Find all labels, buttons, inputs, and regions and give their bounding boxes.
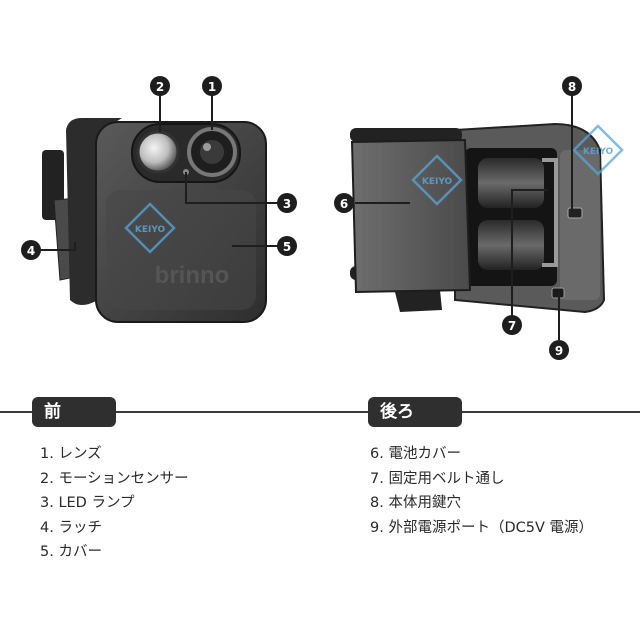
svg-text:2: 2	[156, 80, 164, 94]
front-section-title: 前	[32, 397, 116, 427]
watermark-text: KEIYO	[422, 177, 453, 187]
watermark-1: KEIYO	[124, 202, 176, 254]
list-item: 8. 本体用鍵穴	[370, 495, 461, 511]
list-item: 6. 電池カバー	[370, 446, 461, 462]
callout-6: 6	[334, 193, 354, 213]
leader-lines	[40, 95, 573, 340]
svg-text:7: 7	[508, 319, 516, 333]
front-parts-list: 1. レンズ 2. モーションセンサー 3. LED ランプ 4. ラッチ 5.…	[40, 442, 189, 565]
back-camera	[350, 122, 606, 314]
callout-8: 8	[562, 76, 582, 96]
list-item: 1. レンズ	[40, 446, 102, 462]
callout-5: 5	[277, 236, 297, 256]
front-camera: brinno	[42, 118, 267, 323]
watermark-text: KEIYO	[135, 225, 166, 235]
back-parts-list: 6. 電池カバー 7. 固定用ベルト通し 8. 本体用鍵穴 9. 外部電源ポート…	[370, 442, 593, 540]
battery-cover	[350, 138, 472, 294]
belt-loop	[542, 158, 558, 267]
product-diagram: brinno KEIYO KEIYO KEIYO	[21, 76, 624, 360]
brand-logo: brinno	[155, 262, 230, 289]
list-item: 7. 固定用ベルト通し	[370, 470, 505, 487]
svg-text:5: 5	[283, 240, 291, 254]
callout-9: 9	[549, 340, 569, 360]
watermark-text: KEIYO	[583, 147, 614, 157]
svg-text:8: 8	[568, 80, 576, 94]
list-item: 4. ラッチ	[40, 519, 102, 536]
watermark-3: KEIYO	[572, 124, 624, 176]
svg-text:4: 4	[27, 244, 35, 258]
section-divider	[0, 411, 640, 413]
list-item: 2. モーションセンサー	[40, 470, 189, 487]
callout-1: 1	[202, 76, 222, 96]
list-item: 3. LED ランプ	[40, 495, 135, 511]
svg-text:3: 3	[283, 197, 291, 211]
svg-text:9: 9	[555, 344, 563, 358]
callout-7: 7	[502, 315, 522, 335]
svg-text:1: 1	[208, 80, 216, 94]
callout-4: 4	[21, 240, 41, 260]
callout-3: 3	[277, 193, 297, 213]
list-item: 9. 外部電源ポート（DC5V 電源）	[370, 519, 593, 536]
list-item: 5. カバー	[40, 544, 102, 560]
back-section-title: 後ろ	[368, 397, 462, 427]
svg-text:6: 6	[340, 197, 348, 211]
callout-2: 2	[150, 76, 170, 96]
motion-sensor	[136, 130, 180, 174]
watermark-2: KEIYO	[411, 154, 463, 206]
key-hole	[567, 207, 583, 219]
